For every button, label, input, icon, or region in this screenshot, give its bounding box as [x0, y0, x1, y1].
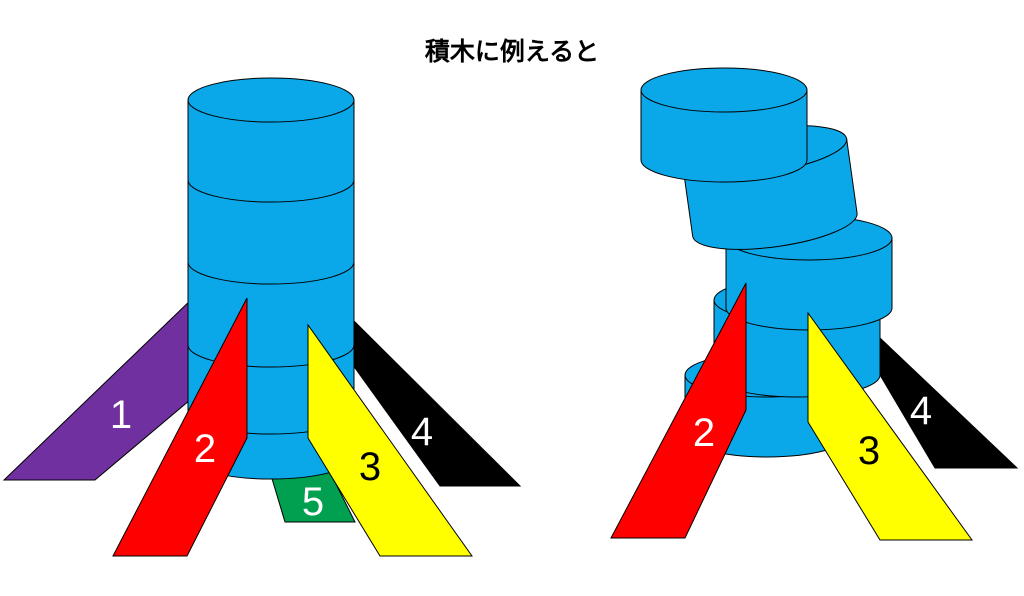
- right-block-1: [640, 67, 808, 183]
- left-strut-3-label: 3: [359, 445, 381, 489]
- left-block-2: [187, 179, 355, 285]
- right-strut-3: [807, 311, 973, 541]
- left-strut-2: [112, 297, 248, 557]
- left-strut-1-label: 1: [110, 393, 132, 437]
- left-block-1: [187, 99, 355, 203]
- right-strut-3-label: 3: [858, 429, 880, 473]
- right-strut-4-label: 4: [910, 389, 932, 433]
- left-strut-2-label: 2: [194, 427, 216, 471]
- page-title: 積木に例えると: [424, 37, 600, 66]
- left-strut-4: [354, 320, 522, 487]
- left-block-top: [187, 77, 355, 123]
- right-tower: 2 3 4: [610, 67, 1019, 541]
- left-strut-3: [307, 323, 473, 557]
- left-tower: 1 2 3 4 5: [2, 77, 522, 557]
- left-strut-5-label: 5: [302, 480, 324, 524]
- right-strut-2: [610, 282, 747, 539]
- right-strut-2-label: 2: [693, 411, 715, 455]
- left-strut-4-label: 4: [411, 410, 433, 454]
